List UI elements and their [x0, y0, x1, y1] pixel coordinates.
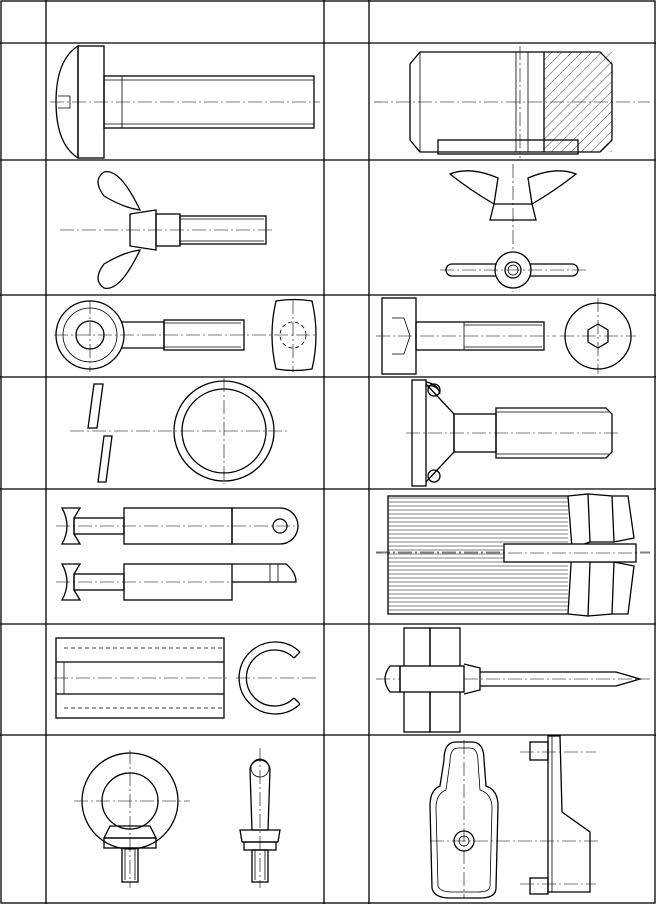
slotted-sleeve-and-circlip [54, 637, 316, 719]
wing-screw [60, 171, 272, 289]
eye-bolt [54, 298, 318, 372]
blind-rivet [376, 627, 650, 733]
lifting-eye-bolt-and-stud [74, 748, 281, 888]
wing-nut [440, 164, 586, 292]
pan-head-slotted-screw [50, 44, 320, 160]
pins [56, 507, 299, 601]
countersunk-screw [406, 379, 620, 487]
split-spring-washer [70, 378, 290, 484]
knurled-nut-half-section [374, 46, 650, 158]
cranked-bracket [429, 735, 600, 899]
knurled-collet [376, 493, 650, 617]
hex-socket-cap-screw [376, 297, 636, 375]
